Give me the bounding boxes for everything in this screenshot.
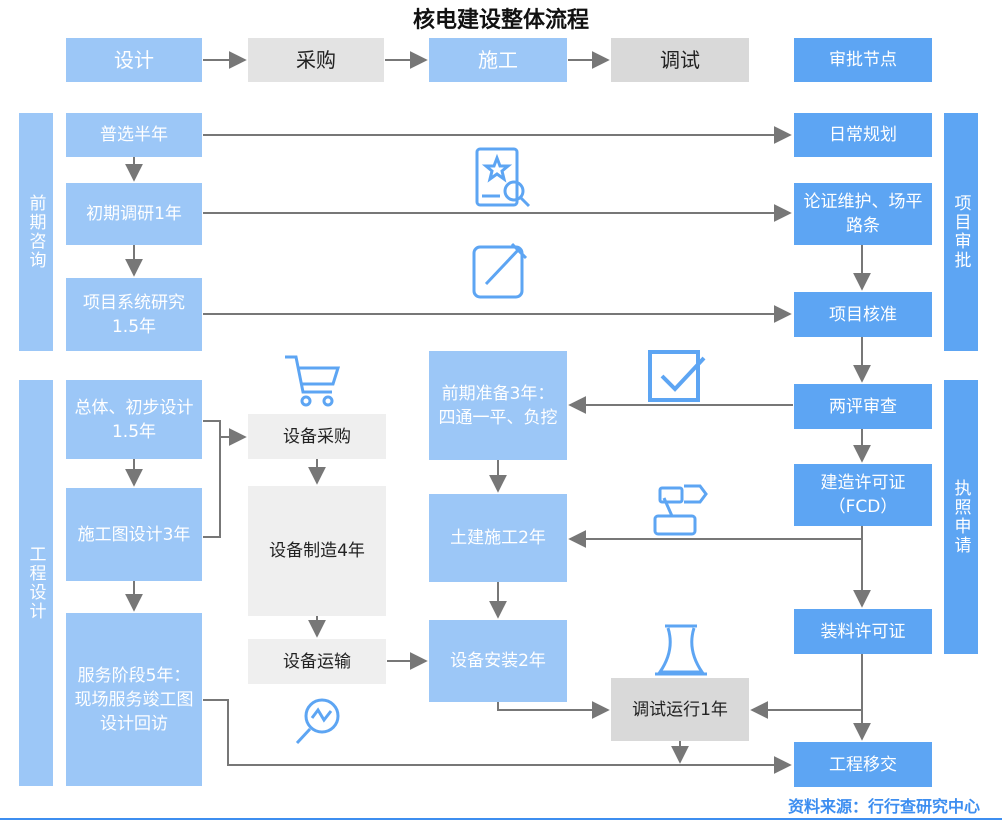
robot-arm-icon bbox=[653, 484, 708, 536]
node-commissioning: 调试运行1年 bbox=[611, 678, 749, 741]
node-site-selection: 普选半年 bbox=[66, 113, 202, 157]
document-star-search-icon bbox=[475, 147, 531, 208]
side-label-pre-consult: 前期咨询 bbox=[19, 113, 53, 351]
node-project-handover: 工程移交 bbox=[794, 742, 932, 787]
diagram-title: 核电建设整体流程 bbox=[412, 8, 589, 33]
bottom-rule bbox=[0, 818, 1002, 820]
node-civil-construction: 土建施工2年 bbox=[429, 494, 567, 582]
node-system-study: 项目系统研究1.5年 bbox=[66, 278, 202, 351]
node-preliminary-design: 总体、初步设计1.5年 bbox=[66, 380, 202, 459]
search-analytics-icon bbox=[295, 698, 340, 745]
stage-design: 设计 bbox=[66, 38, 202, 82]
side-label-eng-design: 工程设计 bbox=[19, 380, 53, 786]
node-demonstration: 论证维护、场平路条 bbox=[794, 183, 932, 245]
checkbox-icon bbox=[648, 350, 706, 402]
node-service-phase: 服务阶段5年：现场服务竣工图设计回访 bbox=[66, 613, 202, 786]
cooling-tower-icon bbox=[655, 624, 707, 676]
stage-construction: 施工 bbox=[429, 38, 567, 82]
side-label-project-approval: 项目审批 bbox=[944, 113, 978, 351]
node-fuel-loading-permit: 装料许可证 bbox=[794, 609, 932, 654]
stage-procurement: 采购 bbox=[248, 38, 384, 82]
shopping-cart-icon bbox=[285, 355, 341, 407]
stage-approval-nodes: 审批节点 bbox=[794, 38, 932, 82]
node-construction-drawing: 施工图设计3年 bbox=[66, 488, 202, 581]
source-note: 资料来源：行行查研究中心 bbox=[787, 797, 980, 816]
node-equipment-purchase: 设备采购 bbox=[248, 414, 386, 459]
node-construction-permit: 建造许可证（FCD） bbox=[794, 464, 932, 526]
node-preparation: 前期准备3年：四通一平、负挖 bbox=[429, 351, 567, 460]
node-equipment-installation: 设备安装2年 bbox=[429, 620, 567, 702]
node-daily-planning: 日常规划 bbox=[794, 113, 932, 157]
node-equipment-transport: 设备运输 bbox=[248, 639, 386, 684]
stage-commissioning: 调试 bbox=[611, 38, 749, 82]
node-project-approval: 项目核准 bbox=[794, 292, 932, 337]
node-initial-research: 初期调研1年 bbox=[66, 183, 202, 245]
node-equipment-manufacturing: 设备制造4年 bbox=[248, 486, 386, 616]
edit-icon bbox=[472, 242, 528, 299]
node-two-reviews: 两评审查 bbox=[794, 384, 932, 429]
side-label-license-apply: 执照申请 bbox=[944, 380, 978, 654]
